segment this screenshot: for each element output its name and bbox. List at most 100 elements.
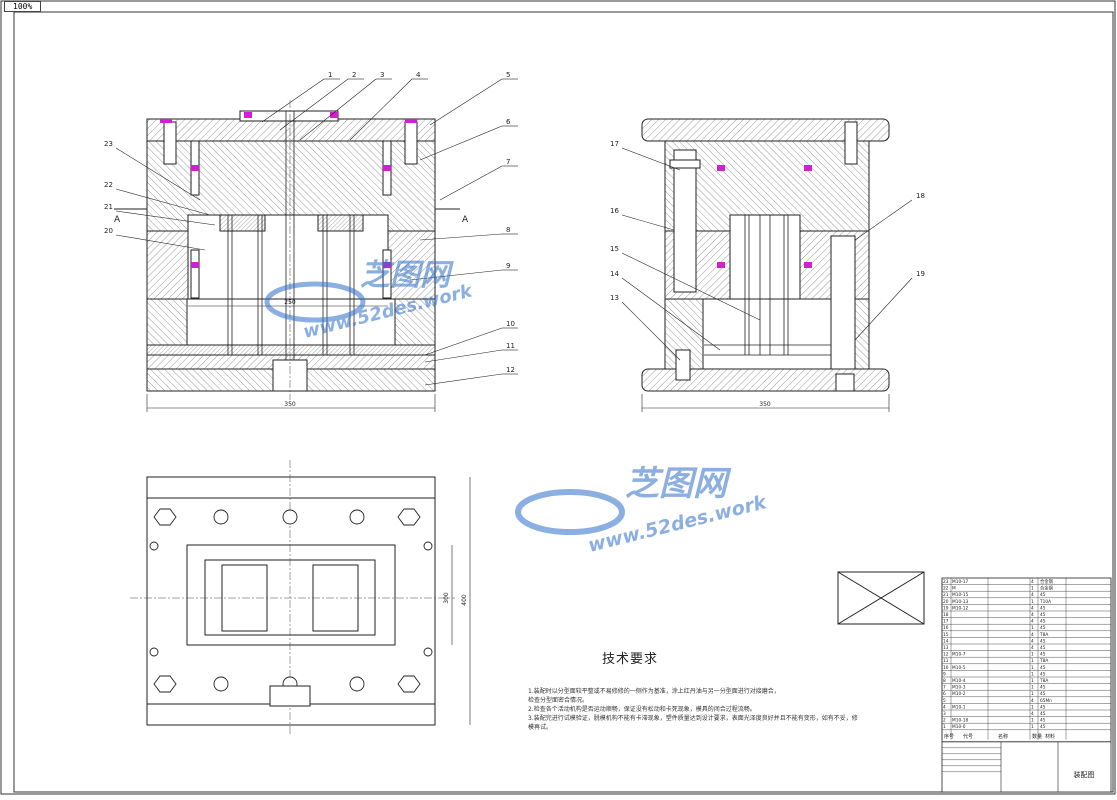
bom-cell: 1 (1031, 599, 1034, 605)
part-number-label: 7 (506, 158, 510, 166)
bom-cell: 4 (1031, 638, 1034, 644)
bom-cell: 21 (943, 592, 949, 598)
part-number-label: 14 (610, 270, 619, 278)
part-number-label: 1 (328, 71, 332, 79)
tech-requirements-title: 技术要求 (602, 652, 659, 667)
plan-view: 300 400 (130, 460, 471, 735)
part-number-label: 17 (610, 140, 619, 148)
bom-cell: 45 (1040, 724, 1046, 730)
bom-cell: 18 (943, 612, 949, 618)
drawing-title: 装配图 (1074, 770, 1095, 779)
bom-cell: 4 (1031, 711, 1034, 717)
bom-header-cell: 材料 (1045, 733, 1055, 740)
bom-cell: 4 (1031, 619, 1034, 625)
bom-cell: 45 (1040, 605, 1046, 611)
part-number-label: 5 (506, 71, 510, 79)
bom-cell: 4 (1031, 645, 1034, 651)
part-number-label: 13 (610, 294, 619, 302)
bom-cell: M10-12 (952, 605, 968, 611)
bom-cell: 4 (1031, 579, 1034, 585)
bom-cell: T10A (1039, 599, 1051, 605)
bom-cell: 65Mn (1040, 698, 1052, 704)
plan-dim-outer: 400 (461, 594, 468, 606)
part-number-label: 12 (506, 366, 515, 374)
part-number-label: 15 (610, 245, 619, 253)
bom-cell: 1 (1031, 671, 1034, 677)
bom-cell: M10-5 (952, 665, 966, 671)
bom-cell: 45 (1040, 619, 1046, 625)
bom-cell: 45 (1040, 685, 1046, 691)
bom-cell: 4 (943, 704, 946, 710)
leader-line (419, 125, 503, 161)
bom-cell: T8A (1039, 678, 1048, 684)
part-number-label: 11 (506, 342, 515, 350)
leader-line (424, 373, 503, 386)
bom-cell: 15 (943, 632, 949, 638)
bom-cell: 5 (943, 698, 946, 704)
bom-cell: 1 (1031, 678, 1034, 684)
part-number-label: 8 (506, 226, 510, 234)
bom-cell: 4 (1031, 612, 1034, 618)
bom-cell: 45 (1040, 718, 1046, 724)
bom-cell: 23 (943, 579, 949, 585)
tech-requirements: 技术要求 1.装配时以分型面较平整或不易修修的一侧作为基准，涂上红丹油与另一分型… (528, 648, 858, 732)
section-mark-left: A (114, 215, 121, 225)
bom-cell: 10 (943, 665, 949, 671)
bom-cell: 12 (943, 652, 949, 658)
bom-cell: 13 (943, 645, 949, 651)
bom-cell: M10-4 (952, 678, 966, 684)
bom-cell: 9 (943, 671, 946, 677)
bom-cell: 45 (1040, 711, 1046, 717)
leader-line (409, 269, 503, 281)
bom-cell: 16 (943, 625, 949, 631)
bom-cell: 合金钢 (1040, 578, 1053, 585)
watermark-lower: 芝图网 www.52des.work (515, 464, 770, 557)
bom-cell: 8 (943, 678, 946, 684)
bom-cell: 45 (1040, 652, 1046, 658)
bom-cell: 4 (1031, 698, 1034, 704)
bom-cell: 1 (1031, 704, 1034, 710)
main-dim-bottom: 350 (284, 401, 296, 408)
bom-cell: 1 (1031, 724, 1034, 730)
bom-cell: 45 (1040, 592, 1046, 598)
bom-cell: 1 (1031, 691, 1034, 697)
part-number-label: 6 (506, 118, 511, 126)
bom-cell: M10-2 (952, 691, 966, 697)
bom-cell: 19 (943, 605, 949, 611)
part-number-label: 9 (506, 262, 510, 270)
part-number-label: 16 (610, 207, 619, 215)
bom-cell: 45 (1040, 612, 1046, 618)
bom-cell: 3 (943, 711, 946, 717)
bom-cell: 14 (943, 638, 949, 644)
bom-cell: 1 (1031, 658, 1034, 664)
bom-cell: M10-7 (952, 652, 966, 658)
part-number-label: 21 (104, 203, 113, 211)
section-mark-right: A (462, 215, 469, 225)
bom-cell: M10-3 (952, 685, 966, 691)
part-number-label: 19 (916, 270, 925, 278)
bom-cell: 45 (1040, 625, 1046, 631)
watermark-brand-upper: 芝图网 (360, 258, 454, 293)
bom-row: 3 4 45 (942, 711, 1111, 717)
bom-row: 18 4 45 (942, 612, 1111, 618)
bom-cell: M10-0 (952, 724, 966, 730)
sheet-tab[interactable]: 100% (4, 1, 42, 12)
part-number-label: 23 (104, 140, 113, 148)
bom-cell: M (952, 586, 956, 592)
plan-dim-inner: 300 (443, 592, 450, 604)
